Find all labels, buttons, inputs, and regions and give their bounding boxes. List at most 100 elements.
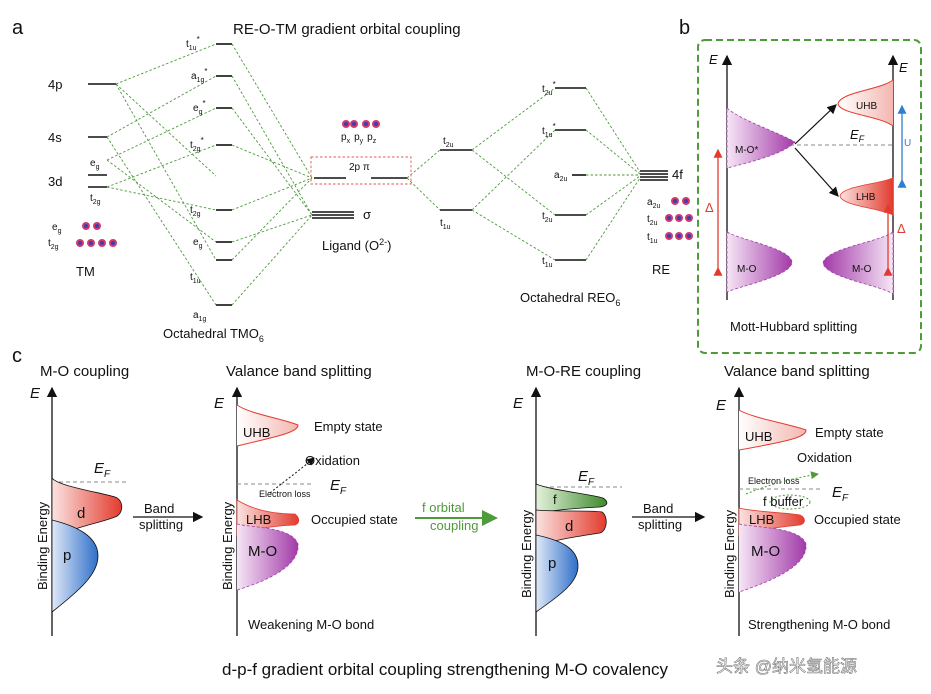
f-orbital-icons	[665, 197, 693, 240]
d-label-1: d	[77, 505, 85, 522]
p-band-1	[51, 519, 99, 613]
watermark: 头条 @纳米氢能源	[716, 657, 857, 676]
t1u-star-label-re: t1u*	[542, 122, 556, 139]
electron-loss-2: Electron loss	[748, 476, 800, 486]
arrow-to-lhb	[794, 147, 839, 197]
pi-highlight-box	[310, 156, 412, 185]
d-label-3: d	[565, 518, 573, 535]
a2u-label: a2u	[554, 170, 567, 183]
mott-hubbard-caption: Mott-Hubbard splitting	[730, 319, 857, 334]
subpanel-mo-re-coupling: E Binding Energy EF f d p Band splitting	[513, 386, 706, 636]
lhb-label-c2: LHB	[749, 512, 774, 527]
reo6-label: Octahedral REO6	[520, 290, 620, 308]
panel-label-a: a	[12, 17, 24, 39]
band-splitting-2-line1: Band	[643, 501, 673, 516]
p-label-1: p	[63, 547, 71, 564]
t1u-star-label: t1u*	[186, 35, 200, 52]
tm-label: TM	[76, 264, 95, 279]
empty-state-1: Empty state	[314, 419, 383, 434]
ylabel-1: Binding Energy	[35, 501, 50, 590]
t2u-label: t2u	[542, 211, 553, 224]
a1g-label: a1g	[193, 310, 206, 323]
oxidation-1: Oxidation	[305, 453, 360, 468]
axis-e-right: E	[899, 60, 908, 75]
uhb-label: UHB	[856, 101, 877, 112]
re-t2u-label: t2u	[647, 214, 658, 227]
a1g-star-label: a1g*	[191, 67, 207, 84]
t1u-label-re: t1u	[542, 256, 553, 269]
band-splitting-1-line2: splitting	[139, 517, 183, 532]
subpanel-mo-coupling: E Binding Energy EF d p Band splitting	[30, 385, 204, 636]
tmo6-levels: t1u* a1g* eg* t2g* t2g eg t1u a1g Octahe…	[163, 35, 264, 344]
tm-levels: 4p 4s 3d eg t2g eg t2g TM	[48, 77, 117, 279]
axis-e-1: E	[30, 385, 41, 402]
empty-state-2: Empty state	[815, 425, 884, 440]
panel-c: c M-O coupling Valance band splitting M-…	[12, 345, 901, 636]
panel-a: a RE-O-TM gradient orbital coupling	[12, 17, 693, 344]
band-splitting-1-line1: Band	[144, 501, 174, 516]
lhb-label: LHB	[856, 192, 876, 203]
mo-band-left	[726, 231, 793, 293]
d-orbital-icons	[76, 222, 117, 247]
lhb-label-c1: LHB	[246, 512, 271, 527]
tm-eg-label: eg	[90, 158, 100, 171]
uhb-band-c1	[236, 404, 299, 447]
f-band	[535, 483, 608, 515]
panel-a-title: RE-O-TM gradient orbital coupling	[233, 21, 461, 38]
ef-label-1: EF	[94, 460, 111, 480]
mo-band-c2	[738, 523, 807, 593]
t2u-star-label: t2u*	[542, 80, 556, 97]
u-label: U	[904, 138, 911, 149]
axis-e-2: E	[214, 395, 225, 412]
pi-label: 2p π	[349, 162, 370, 173]
ef-label-3: EF	[578, 468, 595, 488]
t1u-label: t1u	[190, 272, 201, 285]
p-label-3: p	[548, 555, 556, 572]
t2g-label: t2g	[190, 205, 201, 218]
mo-label-right: M-O	[852, 264, 872, 275]
uhb-band	[837, 79, 894, 127]
ef-label-b: EF	[850, 127, 865, 144]
t1u-left-label: t1u	[440, 218, 451, 231]
t2g-star-label: t2g*	[190, 136, 204, 153]
level-4s-label: 4s	[48, 130, 62, 145]
mo-band-right	[822, 231, 894, 295]
re-levels: 4f a2u t2u t1u RE	[640, 167, 693, 277]
uhb-label-c1: UHB	[243, 425, 270, 440]
uhb-label-c2: UHB	[745, 429, 772, 444]
delta-label-left: Δ	[705, 200, 714, 215]
tm-eg-orbital-label: eg	[52, 222, 62, 235]
mo-label-left: M-O	[737, 264, 757, 275]
f-buffer-label: f buffer	[763, 494, 804, 509]
occupied-state-2: Occupied state	[814, 512, 901, 527]
panel-label-c: c	[12, 345, 22, 367]
occupied-state-1: Occupied state	[311, 512, 398, 527]
re-a2u-label: a2u	[647, 197, 660, 210]
tmo6-label: Octahedral TMO6	[163, 326, 264, 344]
mo-star-label: M-O*	[735, 145, 758, 156]
strengthening-label: Strengthening M-O bond	[748, 617, 890, 632]
mo-label-c1: M-O	[248, 543, 277, 560]
oxidation-arrow-1	[269, 457, 315, 494]
p-band-3	[535, 534, 579, 613]
reo6-levels: t2u t1u t2u* t1u* a2u t2u t1u Octahedral…	[440, 80, 620, 308]
ylabel-2: Binding Energy	[220, 501, 235, 590]
t2u-left-label: t2u	[443, 136, 454, 149]
f-buffer-ring	[769, 494, 811, 510]
panel-b: b E E M-O* M-O UHB LHB M-O EF U Δ Δ Mott…	[679, 17, 922, 354]
level-4p-label: 4p	[48, 77, 62, 92]
mo-label-c2: M-O	[751, 543, 780, 560]
title-band-splitting-1: Valance band splitting	[226, 363, 372, 380]
re-4f-label: 4f	[672, 167, 683, 182]
re-label: RE	[652, 262, 670, 277]
electron-loss-1: Electron loss	[259, 489, 311, 499]
f-label: f	[553, 492, 557, 507]
panel-label-b: b	[679, 17, 690, 39]
arrow-to-uhb	[794, 104, 837, 145]
uhb-band-c2	[738, 409, 807, 451]
title-band-splitting-2: Valance band splitting	[724, 363, 870, 380]
eg-label: eg	[193, 237, 203, 250]
